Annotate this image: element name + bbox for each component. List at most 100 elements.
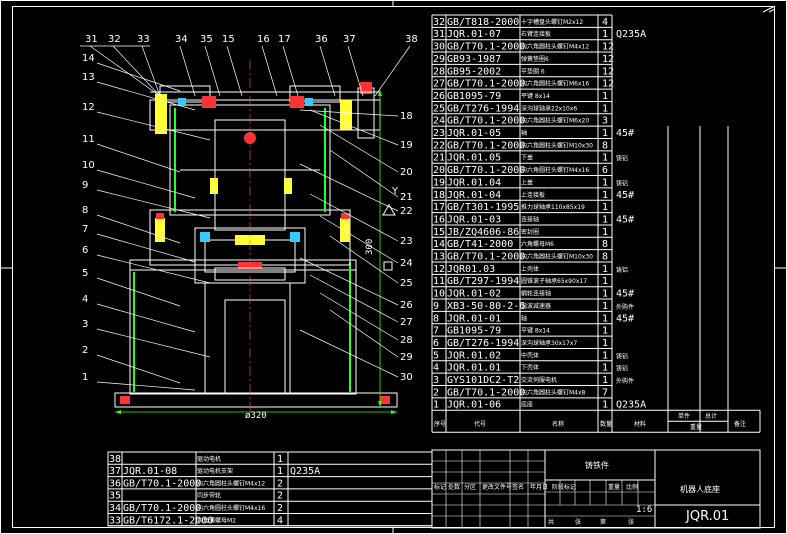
bom-cell-name: 轴 [521, 129, 527, 137]
pulley-right [289, 85, 341, 103]
leader-line [96, 381, 196, 391]
bom-cell-qty: 7 [602, 387, 608, 398]
bom-cell-no: 25 [433, 103, 445, 114]
bom-lower-material: Q235A [290, 466, 320, 477]
bom-cell-code: GB/T70.1-2000 [447, 387, 525, 398]
header-qty: 数量 [600, 420, 612, 428]
bom-cell-material: 45# [616, 214, 634, 225]
bom-cell-material: 铸铝 [616, 155, 628, 163]
bom-cell-name: 上连接板 [521, 191, 545, 199]
leader-line [282, 45, 299, 97]
bom-lower-no: 36 [109, 478, 121, 489]
balloon-right: 29 [400, 352, 413, 363]
bom-cell-name: 内六角圆柱头螺钉M6x16 [521, 80, 589, 88]
bom-lower-code: GB/T6172.1-2000 [123, 515, 213, 526]
bom-cell-qty: 1 [602, 177, 608, 188]
balloon-right: 27 [400, 317, 413, 328]
bom-cell-no: 7 [433, 326, 439, 337]
balloon-top: 32 [108, 34, 121, 45]
bom-cell-code: JQR.01-04 [447, 190, 501, 201]
balloon-right: 30 [400, 372, 413, 383]
leader-line [299, 257, 399, 306]
base-bolt-right [380, 396, 390, 404]
balloon-right: 26 [400, 300, 413, 311]
bom-cell-qty: 1 [602, 313, 608, 324]
leader-line [319, 215, 399, 264]
leader-line [96, 328, 211, 358]
bom-lower-qty: 2 [277, 503, 283, 514]
bom-cell-name: 下盖 [521, 154, 533, 162]
balloon-top: 36 [315, 34, 328, 45]
bom-cell-material: 45# [616, 190, 634, 201]
bom-cell-code: GB/T276-1994 [447, 338, 519, 349]
bom-cell-code: JQR.01.02 [447, 350, 501, 361]
leader-line [374, 45, 411, 97]
tb-scale: 比例 [626, 483, 638, 491]
top-bolt-right [340, 100, 352, 130]
bom-lower-name: 驱动电机支架 [197, 467, 233, 475]
bom-cell-code: JQR.01-02 [447, 289, 501, 300]
bom-cell-no: 30 [433, 42, 445, 53]
bom-cell-name: 平键 8x14 [521, 92, 550, 100]
title-block: 标记处数分区更改文件号签名年月日阶段标记重量比例1:6共张第张 [431, 449, 761, 529]
bom-cell-code: GB/T818-2000 [447, 17, 519, 28]
bom-cell-no: 24 [433, 116, 445, 127]
assembly-section-view [114, 60, 398, 420]
balloon-right: 20 [400, 167, 413, 178]
balloon-left: 10 [82, 160, 95, 171]
bom-cell-name: 内六角圆柱头螺钉M4x12 [521, 43, 589, 51]
bom-cell-qty: 1 [602, 289, 608, 300]
bom-lower-name: 驱动电机 [197, 455, 221, 463]
bom-cell-name: 内六角圆柱头螺钉M10x30 [521, 253, 593, 261]
leader-line [179, 45, 196, 97]
bom-cell-qty: 12 [602, 54, 614, 65]
bom-cell-no: 10 [433, 289, 445, 300]
bearing-left [200, 232, 210, 242]
tb-date: 年月日 [530, 483, 548, 491]
height-dimension: 300 [365, 239, 375, 255]
bom-cell-code: JQR01.03 [447, 264, 495, 275]
bom-cell-qty: 1 [602, 153, 608, 164]
balloon-left: 12 [82, 102, 95, 113]
servo-motor-body [224, 299, 286, 394]
top-red-right [290, 96, 304, 108]
bom-lower-qty: 2 [277, 478, 283, 489]
bom-cell-qty: 1 [602, 202, 608, 213]
datum-mark [383, 261, 393, 271]
balloon-left: 4 [82, 294, 88, 305]
tb-sheet-no: 第 [600, 518, 606, 526]
bom-cell-material: 45# [616, 128, 634, 139]
tb-zone: 分区 [464, 483, 476, 491]
bom-cell-no: 19 [433, 177, 445, 188]
bom-lower-name: 同步带轮 [197, 492, 221, 500]
bom-cell-material: 45# [616, 313, 634, 324]
balloon-top: 17 [278, 34, 291, 45]
bom-lower-code: GB/T70.1-2000 [123, 478, 201, 489]
tb-total-sheets: 共 [548, 518, 554, 526]
bom-cell-no: 26 [433, 91, 445, 102]
bom-cell-code: JQR.01-06 [447, 400, 501, 411]
bom-cell-name: 轴 [521, 314, 527, 322]
tb-scale-value: 1:6 [636, 505, 652, 515]
header-material: 材料 [634, 420, 646, 428]
tb-weight: 重量 [608, 483, 620, 491]
bom-cell-name: 平垫圈 6 [521, 67, 545, 75]
leader-line [96, 277, 181, 307]
bom-cell-name: 内六角圆柱头螺钉M4x16 [521, 166, 589, 174]
material-label: 铸铁件 [585, 460, 609, 470]
top-red-left [202, 96, 216, 108]
bom-cell-qty: 1 [602, 400, 608, 411]
bom-cell-qty: 12 [602, 66, 614, 77]
base-plate [114, 392, 398, 408]
bom-cell-no: 12 [433, 264, 445, 275]
bom-cell-code: GB/T41-2000 [447, 239, 513, 250]
bom-cell-qty: 1 [602, 227, 608, 238]
balloon-top: 35 [200, 34, 213, 45]
bom-cell-no: 31 [433, 29, 445, 40]
upper-housing-walls [174, 108, 326, 212]
top-cyan-right [305, 98, 313, 106]
bom-cell-code: GB/T70.1-2000 [447, 79, 525, 90]
bom-header-row: 序号代号名称数量材料单件总计重量备注 [431, 410, 761, 433]
